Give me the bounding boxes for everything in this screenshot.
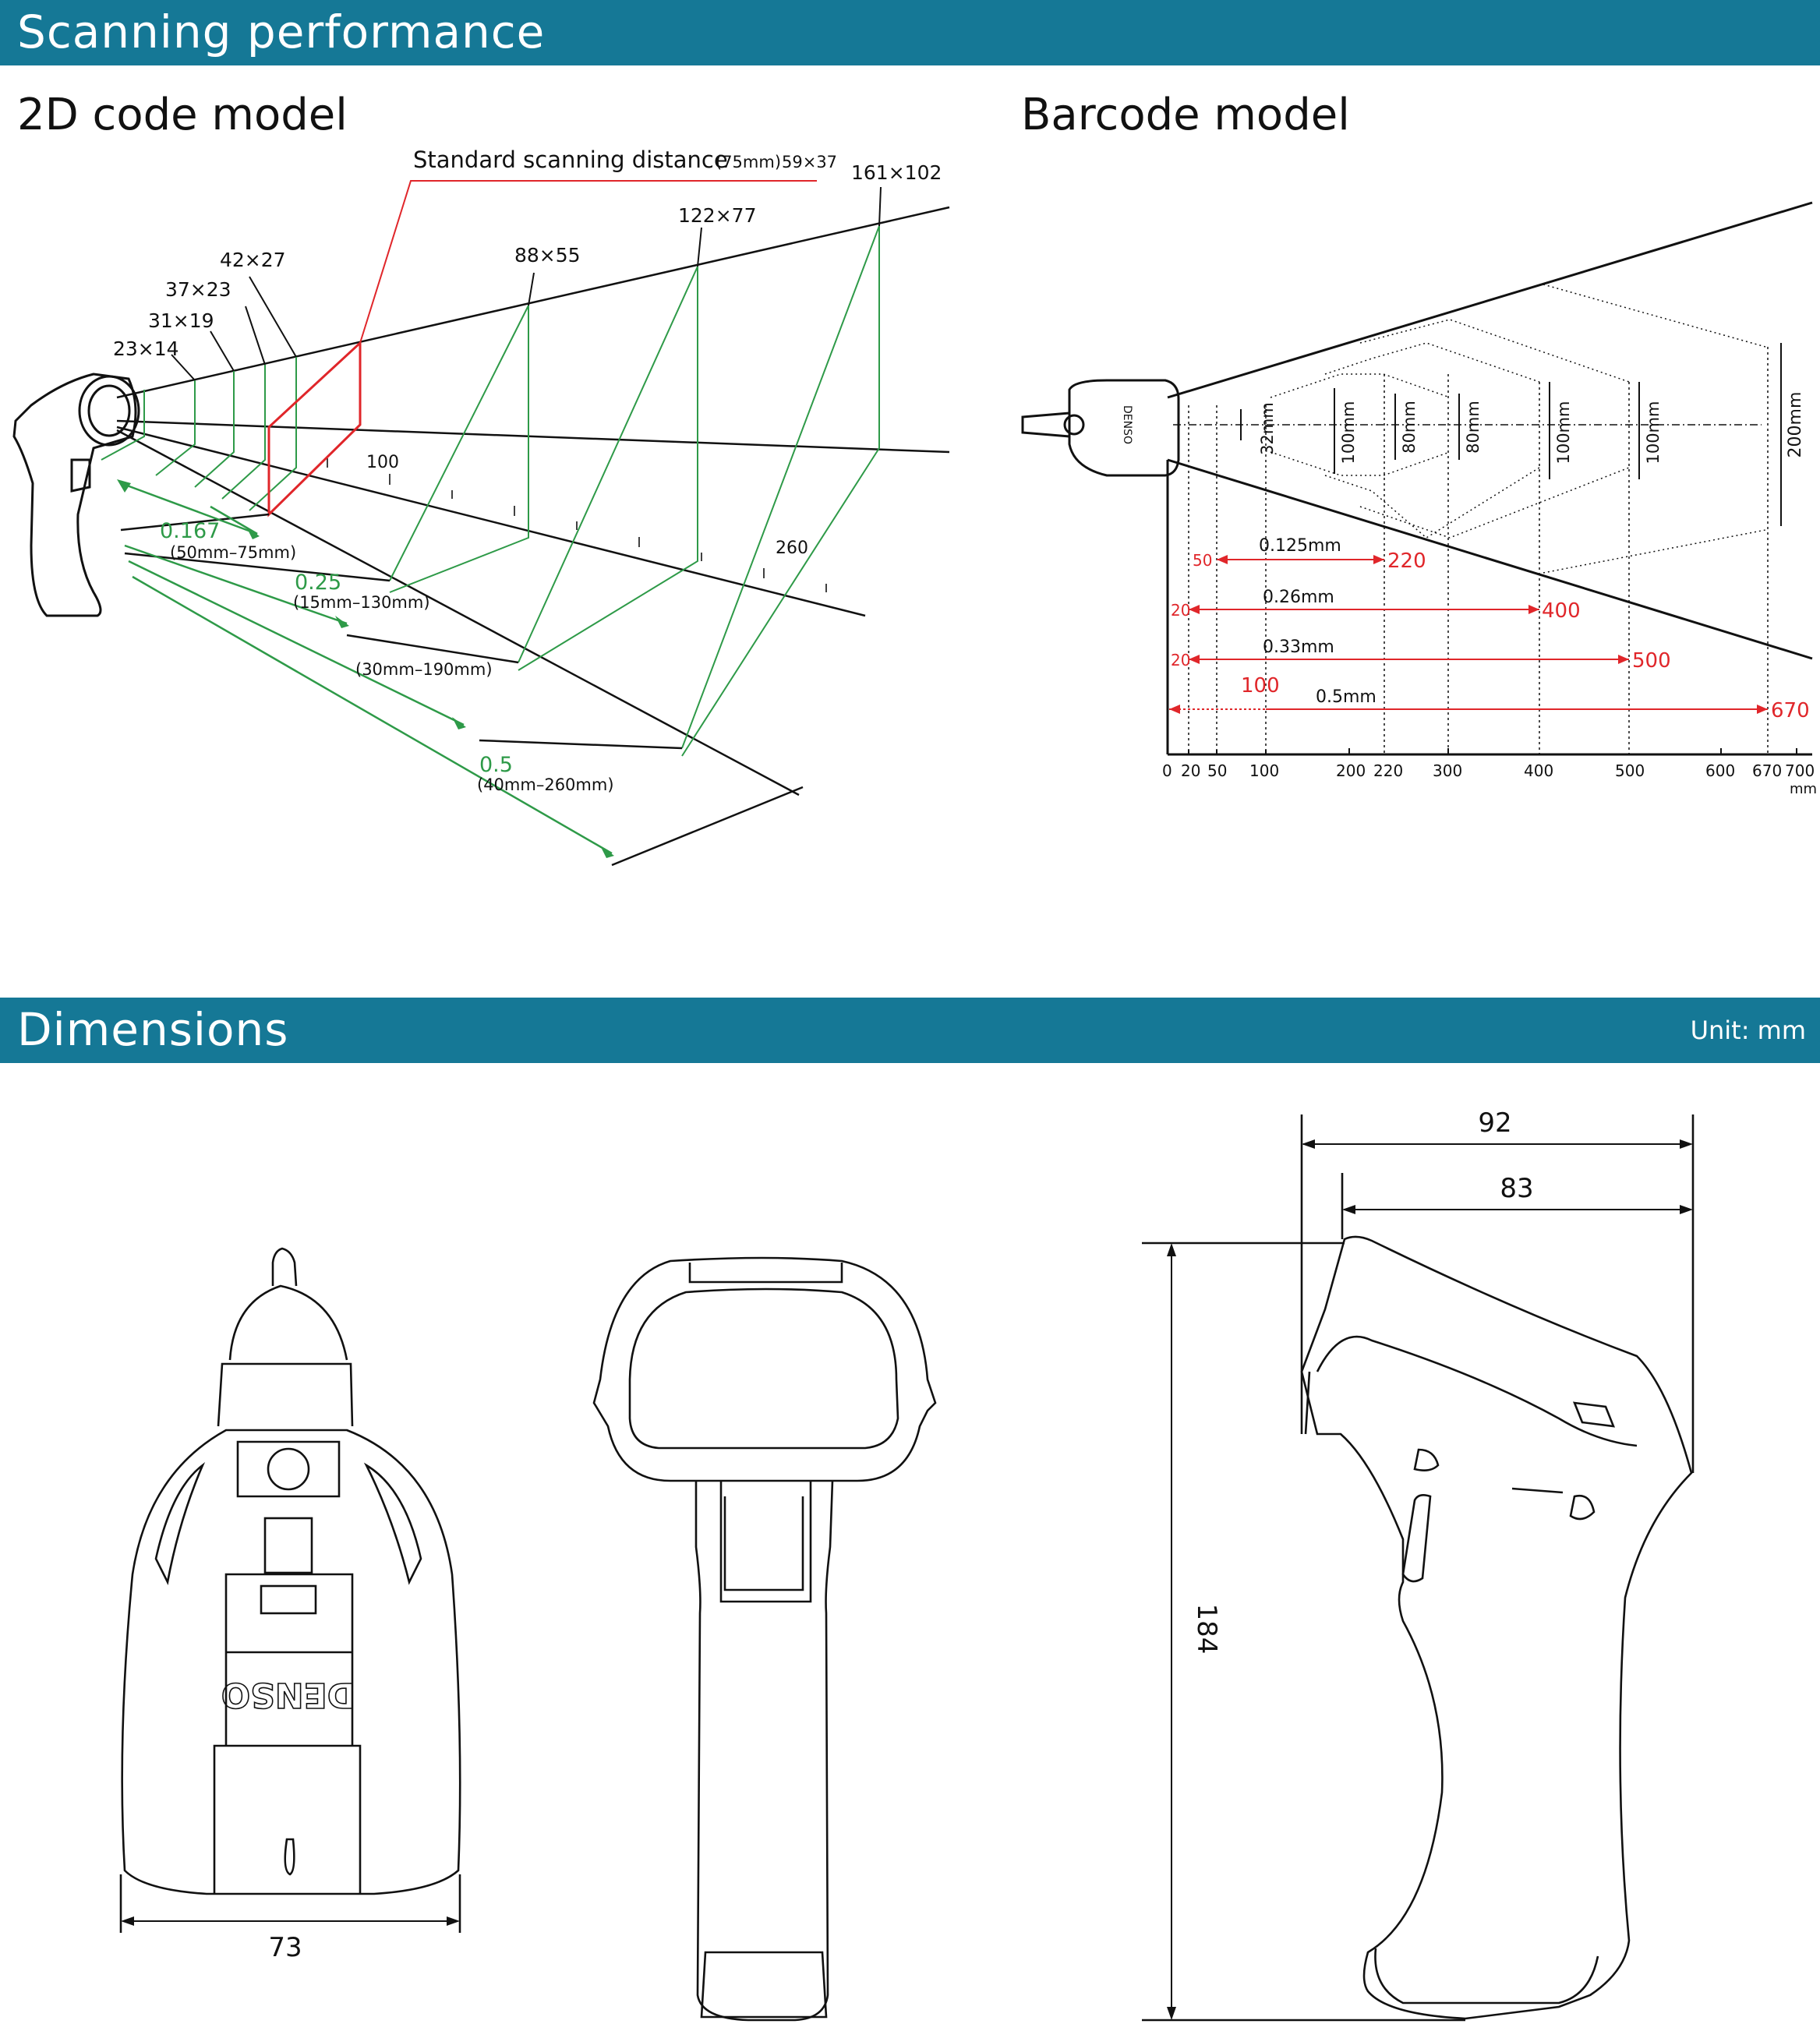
height-label-1: 100mm	[1339, 401, 1358, 464]
brand-front: DENSO	[221, 1675, 356, 1715]
resolution-ticks	[120, 513, 804, 867]
x-axis-ticks	[1188, 748, 1797, 754]
dim-height-label: 184	[1191, 1604, 1222, 1655]
resolution-arrowheads	[117, 479, 614, 858]
range-end-1: 400	[1542, 599, 1581, 623]
height-label-2: 80mm	[1400, 401, 1419, 454]
field-size-88x55: 88×55	[514, 244, 581, 267]
dim-side-arrows	[1171, 1143, 1691, 2018]
panel-title-barcode: Barcode model	[1021, 90, 1350, 140]
resolution-value-1: 0.25	[295, 570, 341, 595]
unit-label: Unit: mm	[1690, 1016, 1806, 1045]
resolution-range-1: (15mm–130mm)	[293, 593, 430, 612]
range-start-2: 20	[1171, 651, 1190, 669]
scanner-back-view	[592, 1256, 937, 2022]
panel-title-2d: 2D code model	[17, 90, 348, 140]
scanner-side-icon	[12, 373, 140, 617]
drop-lines	[1188, 347, 1769, 754]
x-tick-700: 700	[1785, 761, 1815, 780]
dim-depth-head-label: 83	[1500, 1173, 1533, 1204]
field-size-31x19: 31×19	[148, 309, 214, 332]
brand-top: DENSO	[1121, 405, 1133, 444]
dim-side-arrowheads	[1167, 1139, 1693, 2020]
x-tick-0: 0	[1162, 761, 1172, 780]
resolution-range-0: (50mm–75mm)	[170, 543, 296, 562]
x-tick-220: 220	[1373, 761, 1403, 780]
x-tick-400: 400	[1524, 761, 1553, 780]
range-res-1: 0.26mm	[1263, 588, 1334, 607]
x-tick-300: 300	[1433, 761, 1462, 780]
x-tick-200: 200	[1336, 761, 1366, 780]
section-title-scanning: Scanning performance	[17, 5, 546, 58]
resolution-value-3: 0.5	[479, 753, 513, 777]
range-end-3: 670	[1771, 699, 1810, 722]
range-end-0: 220	[1387, 549, 1426, 573]
height-label-6: 200mm	[1786, 392, 1805, 458]
distance-scale	[327, 458, 827, 592]
scanner-front-view	[119, 1247, 461, 1933]
x-tick-600: 600	[1705, 761, 1735, 780]
range-res-3: 0.5mm	[1316, 687, 1376, 707]
field-size-23x14: 23×14	[113, 337, 179, 360]
field-size-161x102: 161×102	[851, 161, 942, 184]
resolution-range-3: (40mm–260mm)	[477, 775, 614, 794]
range-res-2: 0.33mm	[1263, 638, 1334, 657]
standard-distance-size: 59×37	[782, 153, 837, 171]
standard-distance-label: Standard scanning distance	[413, 147, 728, 173]
dimensions-header: Dimensions Unit: mm	[0, 998, 1820, 1063]
field-size-122x77: 122×77	[678, 204, 756, 227]
height-arrows	[1240, 343, 1782, 526]
x-tick-100: 100	[1249, 761, 1279, 780]
range-start-3: 100	[1241, 674, 1280, 698]
read-zones	[1270, 284, 1766, 574]
range-start-0: 50	[1193, 551, 1212, 570]
standard-distance-paren: (75mm)	[716, 153, 781, 171]
scale-label-260: 260	[776, 539, 808, 558]
range-arrowheads	[1169, 555, 1768, 714]
height-label-0: 32mm	[1258, 402, 1277, 455]
barcode-axes	[1166, 201, 1813, 756]
scanner-side-view	[1142, 1114, 1695, 2022]
x-tick-50: 50	[1207, 761, 1227, 780]
range-start-1: 20	[1171, 601, 1190, 620]
scanning-header: Scanning performance	[0, 0, 1820, 65]
dim-width-label: 73	[268, 1932, 302, 1963]
size-leaders	[171, 186, 882, 381]
height-label-3: 80mm	[1464, 401, 1483, 454]
resolution-range-2: (30mm–190mm)	[355, 660, 493, 679]
height-label-5: 100mm	[1644, 401, 1663, 464]
range-res-0: 0.125mm	[1259, 536, 1341, 556]
x-axis-unit: mm	[1790, 781, 1817, 797]
scanner-top-icon	[1021, 379, 1180, 477]
x-tick-670: 670	[1752, 761, 1782, 780]
field-frames	[101, 225, 880, 757]
range-end-2: 500	[1632, 649, 1671, 673]
resolution-value-0: 0.167	[160, 519, 220, 543]
height-label-4: 100mm	[1554, 401, 1573, 464]
x-tick-500: 500	[1615, 761, 1645, 780]
scale-label-100: 100	[366, 453, 399, 472]
dim-width-arrowheads	[121, 1916, 460, 1926]
range-arrows	[1169, 559, 1768, 710]
section-title-dimensions: Dimensions	[17, 1003, 289, 1056]
resolution-arrows	[120, 482, 613, 855]
dim-depth-overall-label: 92	[1478, 1107, 1511, 1139]
x-tick-20: 20	[1181, 761, 1200, 780]
field-size-42x27: 42×27	[220, 249, 286, 271]
field-size-37x23: 37×23	[165, 278, 231, 301]
fov-lines	[116, 206, 950, 797]
